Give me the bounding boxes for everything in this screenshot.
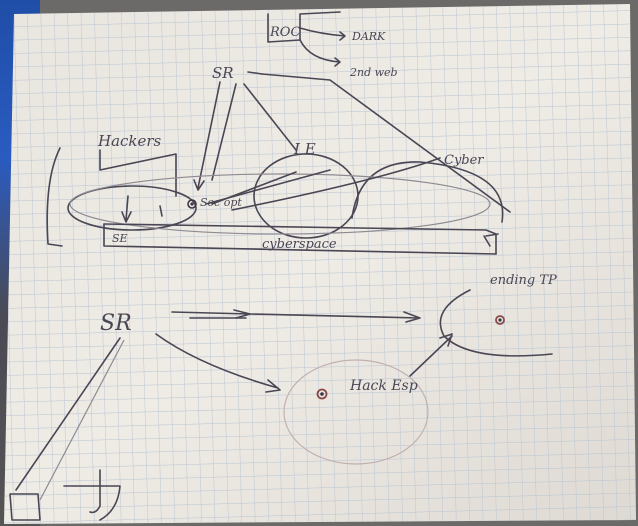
hack-esp-label: Hack Esp bbox=[349, 378, 418, 394]
bottom-left-sketch bbox=[9, 469, 121, 521]
sr-main-diagram: SR bbox=[15, 309, 421, 501]
sr-main-label: SR bbox=[100, 311, 132, 336]
sr-top-label: SR bbox=[212, 64, 234, 82]
ie-diagram: I E bbox=[67, 140, 504, 239]
cyberspace-label: cyberspace bbox=[262, 237, 337, 252]
cyberspace-bar: SE cyberspace bbox=[103, 223, 499, 255]
cyber-group: Cyber bbox=[231, 153, 484, 211]
cyber-label: Cyber bbox=[444, 153, 484, 168]
hack-esp-node: Hack Esp bbox=[283, 333, 453, 465]
hackers-label: Hackers bbox=[97, 132, 162, 150]
sec-opt-label: Sec opt bbox=[200, 196, 242, 209]
top-roc-diagram: ROC DARK 2nd web bbox=[267, 11, 398, 79]
se-label: SE bbox=[112, 232, 128, 245]
grid-lines bbox=[4, 4, 636, 524]
dark-label: DARK bbox=[351, 30, 386, 43]
top-sr-diagram: SR bbox=[193, 64, 511, 213]
sec-opt-node: Sec opt bbox=[187, 196, 242, 209]
second-web-label: 2nd web bbox=[349, 66, 398, 79]
ending-tp-label: ending TP bbox=[490, 273, 557, 288]
hackers-group: Hackers bbox=[46, 132, 177, 247]
roc-label: ROC bbox=[269, 25, 300, 40]
